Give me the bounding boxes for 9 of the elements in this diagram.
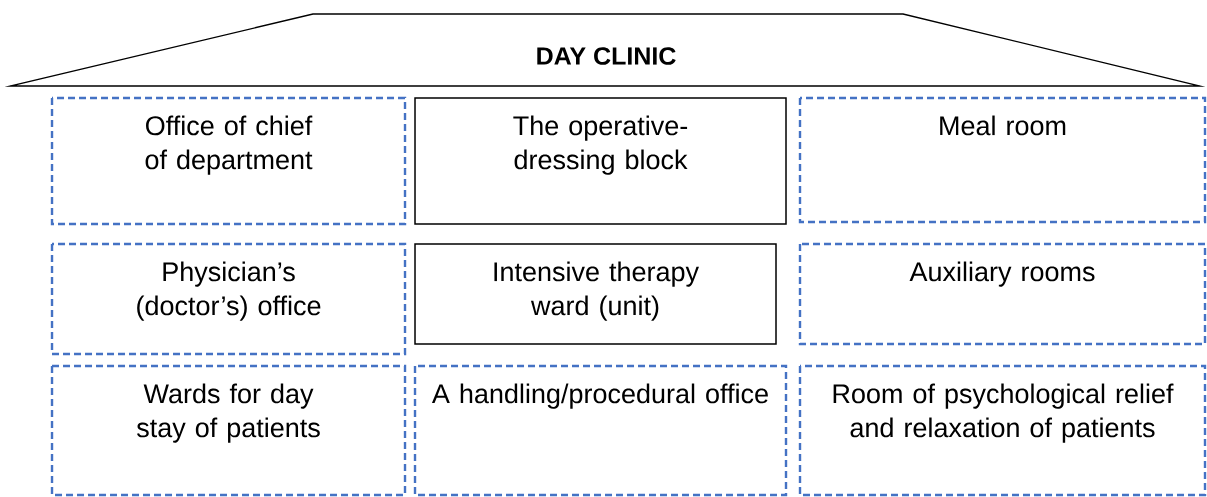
room-box: Room of psychological relief and relaxation of patients bbox=[798, 364, 1207, 497]
room-box: Physician’s (doctor’s) office bbox=[50, 242, 407, 356]
room-box: Wards for day stay of patients bbox=[50, 364, 407, 497]
room-box: Meal room bbox=[798, 96, 1207, 224]
room-box: A handling/procedural office bbox=[413, 364, 788, 497]
room-box: Intensive therapy ward (unit) bbox=[414, 243, 777, 345]
room-box: Office of chief of department bbox=[50, 96, 407, 226]
room-box: The operative-dressing block bbox=[414, 97, 787, 225]
room-box: Auxiliary rooms bbox=[798, 242, 1207, 346]
